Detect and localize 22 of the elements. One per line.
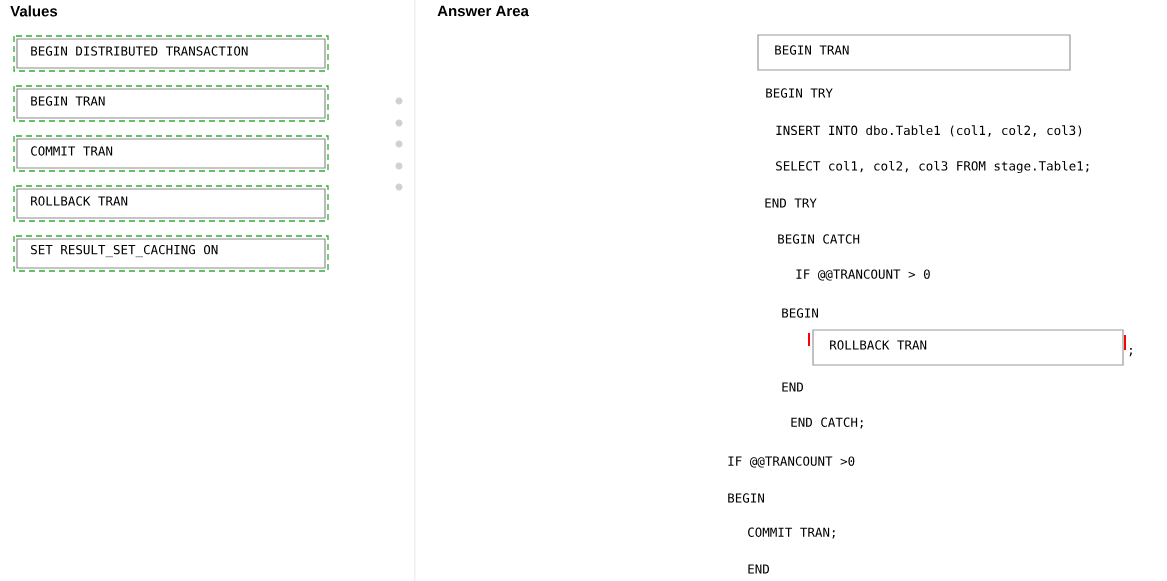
code-line: BEGIN TRY <box>766 88 833 98</box>
code-line: COMMIT TRAN; <box>748 527 835 539</box>
code-line: BEGIN <box>782 308 818 318</box>
code-line: INSERT INTO dbo.Table1 (col1, col2, col3) <box>776 125 1082 137</box>
value-tile: BEGIN DISTRIBUTED TRANSACTION <box>13 35 329 72</box>
section-heading: Values <box>10 5 58 17</box>
code-line: END CATCH; <box>791 417 863 429</box>
value-tile: SET RESULT_SET_CACHING ON <box>13 235 329 272</box>
value-tile: BEGIN TRAN <box>13 85 329 122</box>
code-line: BEGIN <box>728 493 764 503</box>
code-line: SELECT col1, col2, col3 FROM stage.Table1; <box>776 160 1089 174</box>
code-line: BEGIN CATCH <box>778 234 860 244</box>
answer-slot: BEGIN TRAN <box>757 34 1071 71</box>
code-line: END <box>782 382 803 392</box>
value-tile: COMMIT TRAN <box>13 135 329 172</box>
code-line: IF @@TRANCOUNT > 0 <box>796 269 930 281</box>
code-line: IF @@TRANCOUNT >0 <box>728 456 855 468</box>
answer-slot: ROLLBACK TRAN <box>808 329 1126 366</box>
value-tile: ROLLBACK TRAN <box>13 185 329 222</box>
code-line: END TRY <box>765 198 817 208</box>
section-heading: Answer Area <box>437 5 529 17</box>
code-line: END <box>748 564 769 574</box>
